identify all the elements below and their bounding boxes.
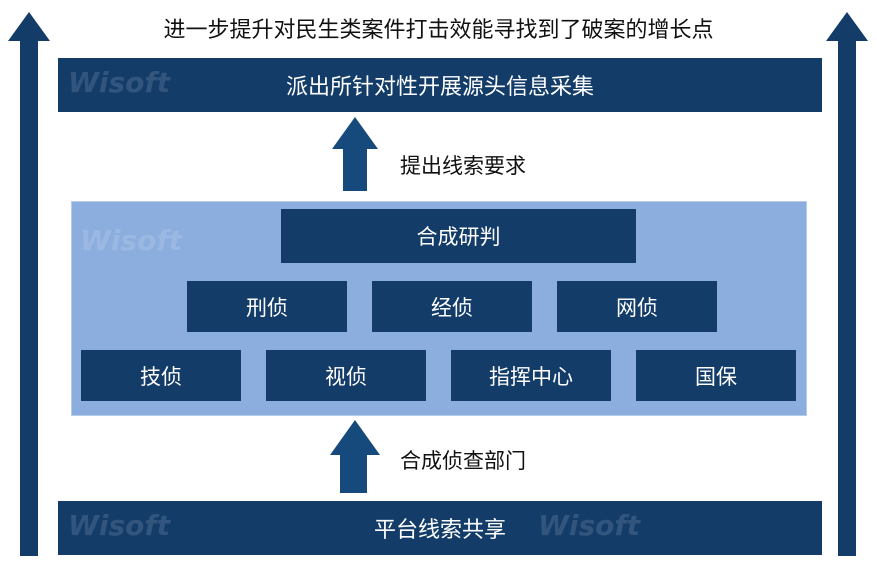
diagram-title: 进一步提升对民生类案件打击效能寻找到了破案的增长点 <box>163 18 714 43</box>
top-bar-label: 派出所针对性开展源头信息采集 <box>285 75 594 100</box>
dept-label: 国保 <box>695 364 737 389</box>
dept-label: 刑侦 <box>246 295 288 320</box>
dept-label: 视侦 <box>325 364 367 389</box>
watermark-logo: Wisoft <box>68 509 170 542</box>
center-up-arrow-icon <box>330 420 380 493</box>
dept-box: 国保 <box>636 350 796 401</box>
arrow-label-departments: 合成侦查部门 <box>400 449 526 473</box>
dept-label: 指挥中心 <box>489 364 573 389</box>
arrow-label-requirements: 提出线索要求 <box>400 154 526 178</box>
bottom-bar-platform-sharing: Wisoft Wisoft 平台线索共享 <box>58 501 822 555</box>
dept-box: 视侦 <box>266 350 426 401</box>
top-bar-source-collection: Wisoft 派出所针对性开展源头信息采集 <box>58 58 822 112</box>
hub-label: 合成研判 <box>416 225 501 249</box>
watermark-logo: Wisoft <box>68 66 170 99</box>
dept-label: 网侦 <box>616 295 658 320</box>
hub-box: 合成研判 <box>281 209 636 263</box>
dept-box: 技侦 <box>81 350 241 401</box>
watermark-logo: Wisoft <box>80 224 182 257</box>
bottom-bar-label: 平台线索共享 <box>373 518 506 543</box>
dept-label: 技侦 <box>140 364 182 389</box>
right-up-arrow-icon <box>826 12 868 556</box>
center-up-arrow-icon <box>332 117 378 191</box>
dept-box: 网侦 <box>557 281 717 332</box>
dept-box: 指挥中心 <box>451 350 611 401</box>
watermark-logo: Wisoft <box>538 509 640 542</box>
left-up-arrow-icon <box>8 12 50 556</box>
dept-label: 经侦 <box>431 295 473 320</box>
dept-box: 经侦 <box>372 281 532 332</box>
dept-box: 刑侦 <box>187 281 347 332</box>
